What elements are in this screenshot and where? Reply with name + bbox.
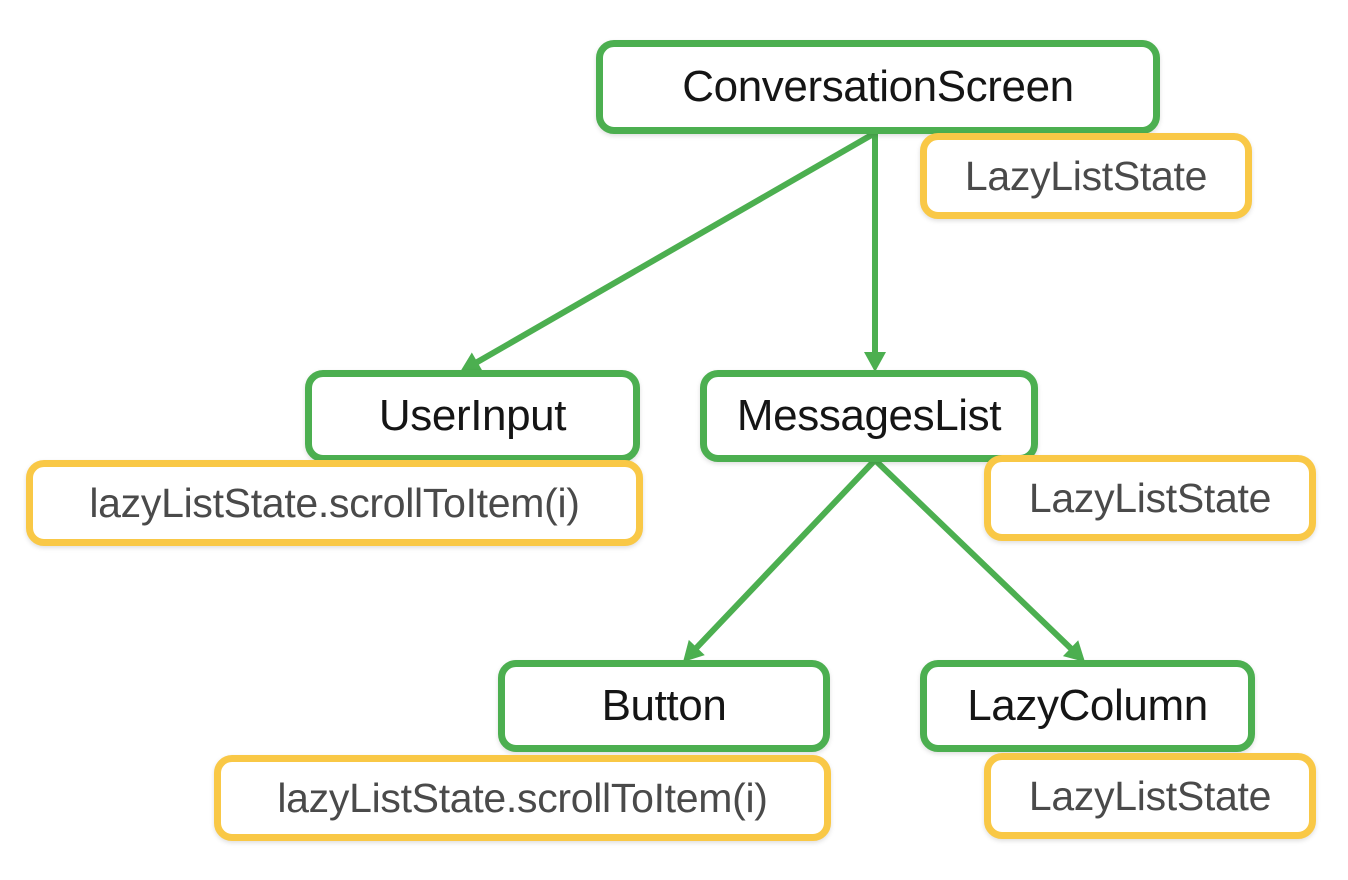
node-lazy-list-state-messages[interactable]: LazyListState — [984, 455, 1316, 541]
node-conversation-screen[interactable]: ConversationScreen — [596, 40, 1160, 134]
node-scroll-to-item-user-input[interactable]: lazyListState.scrollToItem(i) — [26, 460, 643, 546]
node-label-scroll-to-item-button: lazyListState.scrollToItem(i) — [277, 774, 768, 821]
node-lazy-list-state-root[interactable]: LazyListState — [920, 133, 1252, 219]
node-label-scroll-to-item-user-input: lazyListState.scrollToItem(i) — [89, 479, 580, 526]
node-button[interactable]: Button — [498, 660, 830, 752]
node-label-lazy-list-state-messages: LazyListState — [1028, 474, 1272, 521]
node-lazy-list-state-lazy-column[interactable]: LazyListState — [984, 753, 1316, 839]
node-label-lazy-column: LazyColumn — [967, 681, 1208, 730]
node-label-conversation-screen: ConversationScreen — [682, 62, 1074, 111]
edge-edge-messages-list-to-button — [683, 457, 878, 662]
node-user-input[interactable]: UserInput — [305, 370, 640, 462]
node-label-lazy-list-state-lazy-column: LazyListState — [1028, 772, 1272, 819]
node-scroll-to-item-button[interactable]: lazyListState.scrollToItem(i) — [214, 755, 831, 841]
edge-edge-conversation-to-user-input — [460, 130, 877, 372]
node-messages-list[interactable]: MessagesList — [700, 370, 1038, 462]
node-label-user-input: UserInput — [378, 391, 567, 440]
node-label-lazy-list-state-root: LazyListState — [964, 152, 1208, 199]
edge-edge-conversation-to-messages-list — [864, 133, 886, 372]
node-lazy-column[interactable]: LazyColumn — [920, 660, 1255, 752]
node-label-button: Button — [601, 681, 727, 730]
node-label-messages-list: MessagesList — [736, 391, 1002, 440]
